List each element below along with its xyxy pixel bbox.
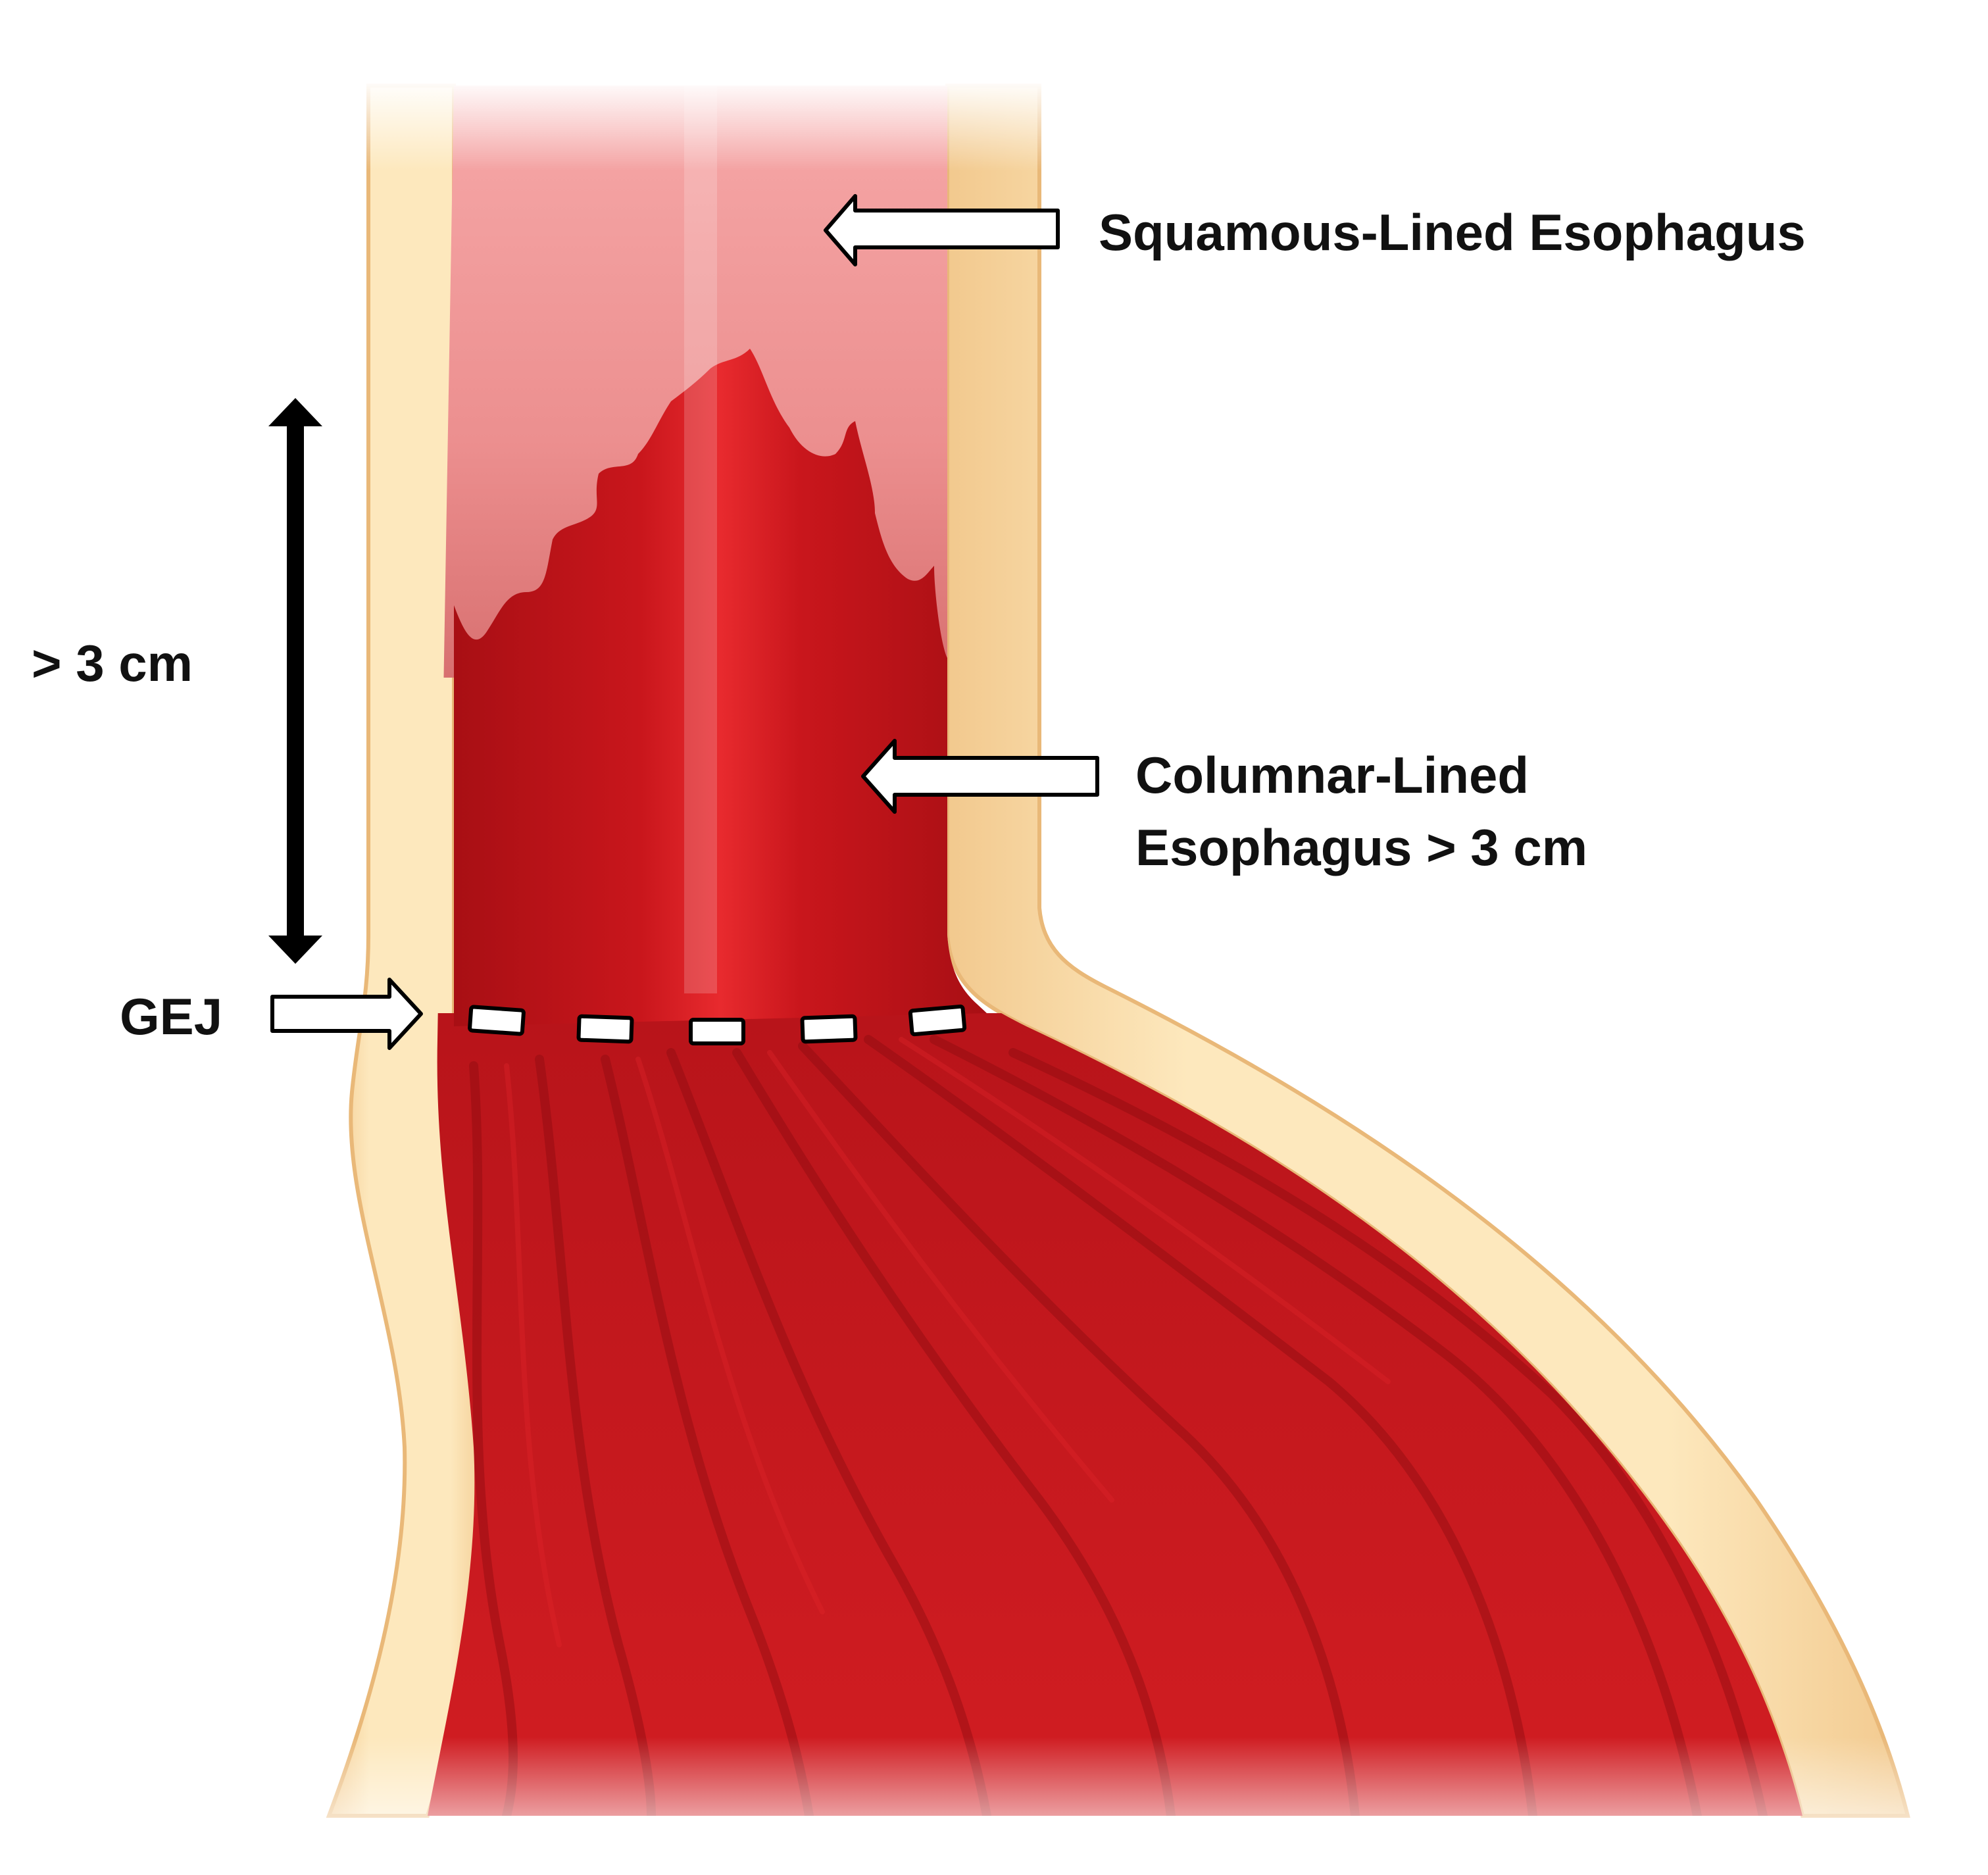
columnar-arrow <box>861 739 1099 814</box>
columnar-label-line1: Columnar-Lined <box>1135 746 1529 804</box>
squamous-label: Squamous-Lined Esophagus <box>1099 203 1806 261</box>
top-fade <box>316 79 1105 171</box>
gej-arrow <box>270 978 423 1050</box>
squamous-arrow <box>824 194 1060 266</box>
lumen-highlight <box>684 86 717 993</box>
columnar-mucosa <box>454 349 987 1026</box>
gej-dashed-line <box>468 1004 967 1045</box>
length-double-arrow <box>268 398 322 964</box>
length-label: > 3 cm <box>32 634 193 692</box>
bottom-fade <box>263 1737 1947 1875</box>
columnar-label-line2: Esophagus > 3 cm <box>1135 818 1587 876</box>
gej-label: GEJ <box>120 988 222 1045</box>
